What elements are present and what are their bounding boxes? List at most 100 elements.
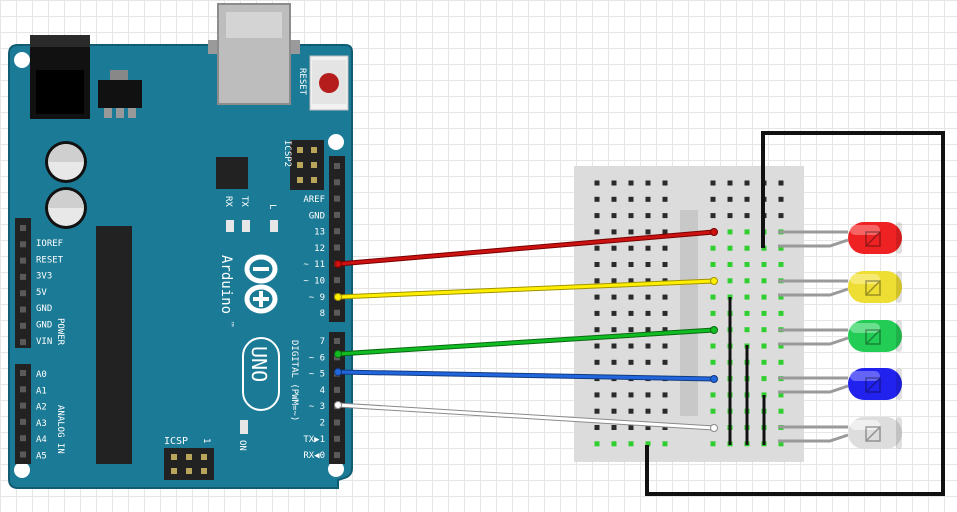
- breadboard-hole: [594, 343, 600, 349]
- breadboard-hole: [710, 408, 716, 414]
- breadboard-hole: [662, 180, 668, 186]
- header-pin: [334, 163, 340, 169]
- power-header: [15, 218, 31, 348]
- breadboard-hole: [594, 294, 600, 300]
- breadboard-hole: [662, 408, 668, 414]
- breadboard-hole: [611, 441, 617, 447]
- breadboard-hole: [662, 213, 668, 219]
- rx-label: RX: [223, 196, 233, 207]
- breadboard-channel: [680, 210, 698, 416]
- breadboard-hole: [778, 441, 784, 447]
- breadboard-hole: [710, 392, 716, 398]
- breadboard-hole: [662, 327, 668, 333]
- pin-label: ~ 6: [309, 353, 325, 363]
- breadboard-hole: [594, 392, 600, 398]
- header-pin: [20, 435, 26, 442]
- breadboard-hole: [778, 245, 784, 251]
- header-pin: [20, 370, 26, 376]
- mount-hole: [328, 134, 344, 150]
- breadboard-hole: [594, 425, 600, 430]
- breadboard-hole: [662, 343, 668, 349]
- breadboard-hole: [594, 262, 600, 267]
- breadboard-hole: [628, 327, 634, 333]
- header-pin: [334, 195, 340, 202]
- breadboard-hole: [628, 392, 634, 398]
- breadboard-hole: [628, 441, 634, 447]
- power-section-label: POWER: [55, 318, 65, 346]
- header-pin: [334, 228, 340, 235]
- breadboard-hole: [761, 310, 767, 316]
- breadboard-hole: [662, 392, 668, 398]
- breadboard-hole: [761, 327, 767, 333]
- breadboard-hole: [594, 327, 600, 333]
- analog-header: [15, 364, 31, 464]
- breadboard-hole: [744, 327, 750, 333]
- breadboard-hole: [744, 196, 750, 202]
- wire: [334, 401, 718, 432]
- breadboard-hole: [628, 180, 634, 186]
- breadboard-hole: [710, 359, 716, 365]
- pin-label: GND: [36, 321, 52, 331]
- breadboard-hole: [611, 262, 617, 267]
- header-pin: [334, 179, 340, 186]
- pin-label: A0: [36, 370, 47, 380]
- header-pin: [20, 402, 26, 409]
- breadboard-hole: [645, 408, 651, 414]
- on-led: [240, 420, 248, 434]
- breadboard-hole: [761, 359, 767, 365]
- breadboard-hole: [662, 196, 668, 202]
- pin-label: ~ 5: [309, 370, 325, 380]
- breadboard-hole: [611, 196, 617, 202]
- capacitor: [45, 141, 87, 183]
- pin-label: A5: [36, 452, 47, 462]
- header-pin: [20, 306, 26, 313]
- reset-button[interactable]: [309, 55, 349, 111]
- header-pin: [20, 418, 26, 425]
- pin-label: A1: [36, 386, 47, 396]
- breadboard-hole: [594, 359, 600, 365]
- breadboard-hole: [594, 310, 600, 316]
- breadboard-hole: [611, 392, 617, 398]
- pin-label: IOREF: [36, 239, 63, 249]
- header-pin: [20, 257, 26, 264]
- breadboard-hole: [645, 425, 651, 430]
- led: [778, 417, 902, 449]
- pin-label: 2: [320, 419, 325, 429]
- breadboard-hole: [761, 343, 767, 349]
- header-pin: [20, 241, 26, 248]
- breadboard-hole: [628, 229, 634, 235]
- breadboard-hole: [710, 213, 716, 219]
- uno-badge: [242, 337, 280, 411]
- power-jack: [30, 35, 90, 119]
- breadboard-hole: [761, 245, 767, 251]
- pin-label: GND: [309, 211, 325, 221]
- breadboard-hole: [710, 294, 716, 300]
- l-label: L: [267, 204, 277, 209]
- breadboard-hole: [662, 229, 668, 235]
- breadboard-hole: [611, 425, 617, 430]
- breadboard-hole: [628, 343, 634, 349]
- breadboard-hole: [778, 359, 784, 365]
- trademark: ™: [226, 321, 235, 327]
- breadboard-hole: [594, 229, 600, 235]
- breadboard-hole: [710, 262, 716, 267]
- breadboard-hole: [744, 213, 750, 219]
- pin-label: 3V3: [36, 272, 52, 282]
- breadboard-hole: [594, 245, 600, 251]
- breadboard-hole: [778, 196, 784, 202]
- breadboard-hole: [611, 245, 617, 251]
- digital-section-label: DIGITAL (PWM=~): [289, 340, 299, 421]
- pin-label: ~ 3: [309, 402, 325, 412]
- breadboard-hole: [628, 294, 634, 300]
- wire: [334, 368, 718, 383]
- mount-hole: [14, 462, 30, 478]
- breadboard-hole: [662, 359, 668, 365]
- breadboard-hole: [761, 392, 767, 398]
- header-pin: [334, 309, 340, 316]
- breadboard-hole: [727, 180, 733, 186]
- breadboard-hole: [645, 343, 651, 349]
- pin-label: A4: [36, 435, 47, 445]
